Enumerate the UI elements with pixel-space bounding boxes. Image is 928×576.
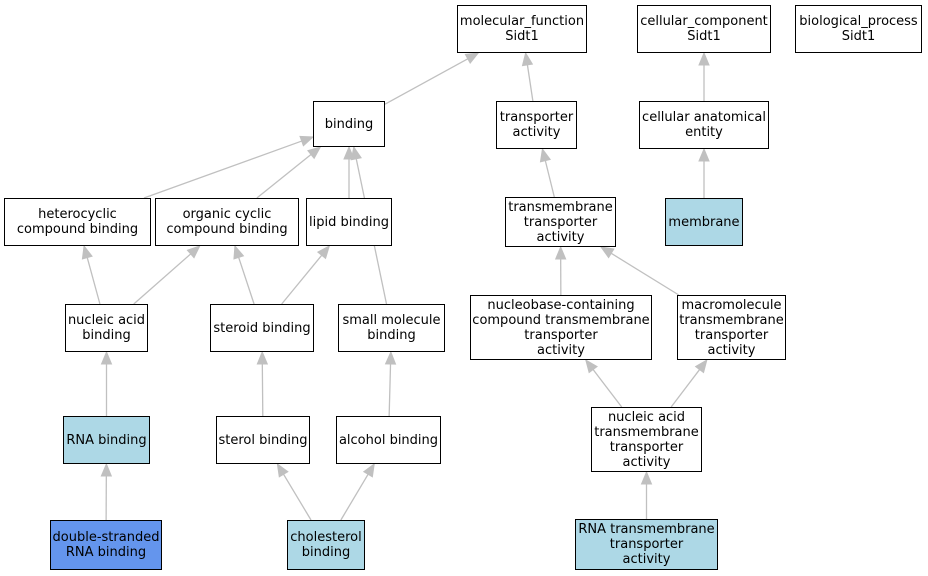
- arrowhead-natta-to-mmtta: [694, 358, 708, 374]
- node-organic-cyclic-compound-binding[interactable]: organic cyclic compound binding: [155, 198, 299, 246]
- node-steroid-binding[interactable]: steroid binding: [210, 304, 314, 352]
- node-label: small molecule binding: [342, 313, 441, 343]
- node-label: membrane: [668, 214, 740, 230]
- edge-chb-to-ab: [340, 473, 369, 521]
- node-cholesterol-binding[interactable]: cholesterol binding: [287, 520, 365, 570]
- node-heterocyclic-compound-binding[interactable]: heterocyclic compound binding: [4, 198, 151, 246]
- node-label: nucleic acid transmembrane transporter a…: [594, 409, 699, 470]
- node-label: lipid binding: [309, 214, 389, 230]
- arrowhead-sb-to-stb: [256, 350, 269, 365]
- arrowhead-occb-to-binding: [307, 146, 322, 160]
- edge-binding-to-mf: [384, 58, 469, 105]
- node-label: heterocyclic compound binding: [16, 207, 139, 237]
- arrowhead-nab-to-hcb: [81, 244, 93, 260]
- arrowhead-dsrnab-to-rnab: [100, 462, 113, 477]
- edge-stb-to-lb: [281, 254, 323, 305]
- node-label: cellular anatomical entity: [642, 110, 766, 140]
- node-label: cellular_component Sidt1: [640, 14, 768, 44]
- edge-natta-to-nctta: [592, 369, 623, 408]
- node-label: sterol binding: [218, 432, 308, 448]
- node-label: binding: [324, 116, 374, 132]
- node-label: RNA binding: [66, 432, 147, 448]
- node-rna-transmembrane-transporter-activity[interactable]: RNA transmembrane transporter activity: [575, 519, 718, 570]
- arrowhead-binding-to-mf: [464, 52, 480, 65]
- node-nucleobase-containing-transmembrane-transporter-activity[interactable]: nucleobase-containing compound transmemb…: [470, 295, 652, 360]
- node-label: double-stranded RNA binding: [52, 530, 160, 560]
- arrowhead-nctta-to-tmta: [554, 245, 567, 260]
- node-nucleic-acid-binding[interactable]: nucleic acid binding: [65, 304, 148, 352]
- arrowhead-rnatta-to-natta: [640, 470, 653, 485]
- node-label: nucleobase-containing compound transmemb…: [472, 297, 650, 358]
- node-label: steroid binding: [213, 320, 311, 336]
- node-sterol-binding[interactable]: sterol binding: [216, 416, 310, 464]
- node-label: RNA transmembrane transporter activity: [578, 522, 715, 567]
- arrowhead-hcb-to-binding: [299, 135, 315, 147]
- edge-occb-to-binding: [256, 154, 312, 199]
- arrowhead-rnab-to-nab: [100, 350, 113, 365]
- edge-chb-to-sb: [283, 473, 312, 521]
- node-rna-binding[interactable]: RNA binding: [63, 416, 150, 464]
- edge-nab-to-occb: [133, 253, 192, 305]
- node-transporter-activity[interactable]: transporter activity: [496, 101, 577, 149]
- edge-ab-to-smb: [388, 363, 392, 417]
- arrowhead-ta-to-mf: [521, 51, 534, 67]
- node-label: macromolecule transmembrane transporter …: [679, 297, 784, 358]
- edge-nab-to-hcb: [86, 257, 101, 305]
- node-small-molecule-binding[interactable]: small molecule binding: [338, 304, 445, 352]
- node-label: molecular_function Sidt1: [459, 14, 585, 44]
- node-biological-process[interactable]: biological_process Sidt1: [795, 5, 922, 53]
- arrowhead-ab-to-smb: [384, 350, 397, 365]
- node-cellular-anatomical-entity[interactable]: cellular anatomical entity: [639, 101, 769, 149]
- arrowhead-chb-to-ab: [362, 462, 375, 478]
- node-membrane[interactable]: membrane: [665, 198, 743, 246]
- arrowhead-lb-to-binding: [343, 145, 355, 160]
- arrowhead-smb-to-binding: [350, 145, 362, 161]
- edge-tmta-to-ta: [544, 160, 555, 198]
- node-macromolecule-transmembrane-transporter-activity[interactable]: macromolecule transmembrane transporter …: [677, 295, 786, 360]
- arrowhead-cae-to-cc: [698, 51, 710, 66]
- edge-stb-to-occb: [238, 257, 255, 305]
- node-label: cholesterol binding: [290, 530, 362, 560]
- arrowhead-stb-to-occb: [233, 244, 245, 260]
- node-double-stranded-rna-binding[interactable]: double-stranded RNA binding: [50, 520, 162, 570]
- edge-natta-to-mmtta: [670, 369, 701, 408]
- edge-mmtta-to-tmta: [610, 252, 680, 296]
- node-alcohol-binding[interactable]: alcohol binding: [336, 416, 441, 464]
- node-cellular-component[interactable]: cellular_component Sidt1: [637, 5, 771, 53]
- arrowhead-mem-to-cae: [698, 147, 710, 162]
- node-label: alcohol binding: [338, 432, 439, 448]
- edge-hcb-to-binding: [143, 140, 302, 199]
- edge-ta-to-mf: [526, 64, 534, 102]
- arrowhead-mmtta-to-tmta: [599, 246, 615, 259]
- node-transmembrane-transporter-activity[interactable]: transmembrane transporter activity: [505, 197, 616, 247]
- arrowhead-stb-to-lb: [316, 244, 331, 260]
- node-nucleic-acid-transmembrane-transporter-activity[interactable]: nucleic acid transmembrane transporter a…: [591, 407, 702, 472]
- node-binding[interactable]: binding: [313, 101, 385, 147]
- node-label: nucleic acid binding: [67, 313, 146, 343]
- node-molecular-function[interactable]: molecular_function Sidt1: [457, 5, 587, 53]
- arrowhead-tmta-to-ta: [539, 147, 552, 163]
- node-label: transporter activity: [499, 110, 574, 140]
- node-label: transmembrane transporter activity: [508, 199, 613, 245]
- arrowhead-chb-to-sb: [276, 462, 289, 478]
- node-lipid-binding[interactable]: lipid binding: [306, 198, 392, 246]
- arrowhead-natta-to-nctta: [585, 358, 598, 374]
- node-label: organic cyclic compound binding: [166, 207, 288, 237]
- arrowhead-nab-to-occb: [186, 245, 201, 259]
- node-label: biological_process Sidt1: [799, 14, 918, 44]
